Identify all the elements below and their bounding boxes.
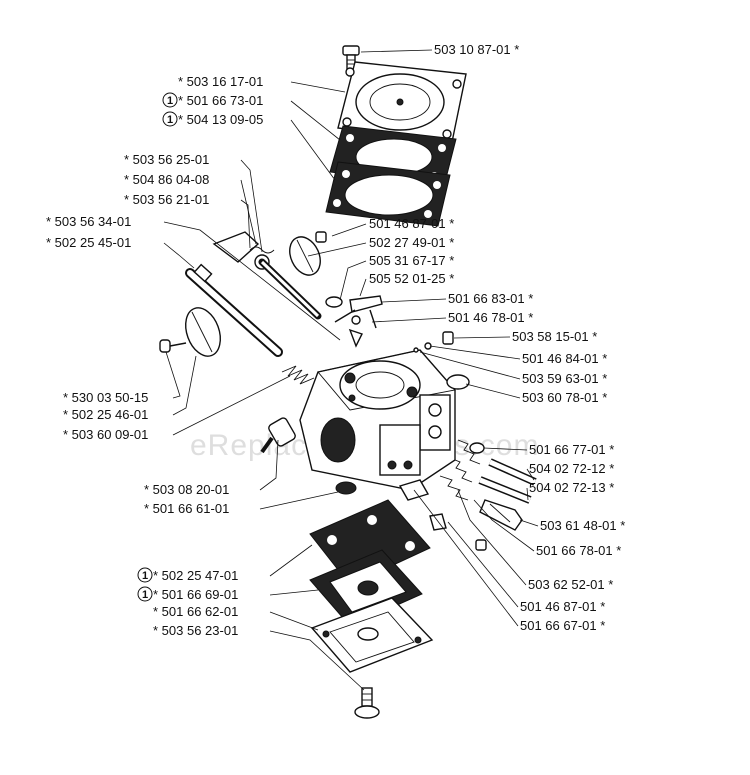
label-505-31-67-17: 505 31 67-17 * xyxy=(369,253,454,268)
svg-text:1: 1 xyxy=(167,95,173,107)
label-503-56-23-01: * 503 56 23-01 xyxy=(153,623,238,638)
label-501-66-73-01: * 501 66 73-01 xyxy=(178,93,263,108)
label-503-56-25-01: * 503 56 25-01 xyxy=(124,152,209,167)
springs xyxy=(281,365,481,483)
label-503-56-34-01: * 503 56 34-01 xyxy=(46,214,131,229)
label-504-13-09-05: * 504 13 09-05 xyxy=(178,112,263,127)
label-501-46-87-01-top: 501 46 87-01 * xyxy=(369,216,454,231)
marker-501-66-73: 1 xyxy=(162,92,178,108)
bottom-screw xyxy=(354,687,380,719)
label-501-46-84-01: 501 46 84-01 * xyxy=(522,351,607,366)
label-501-46-87-01-bottom: 501 46 87-01 * xyxy=(520,599,605,614)
label-501-66-69-01: * 501 66 69-01 xyxy=(153,587,238,602)
label-501-66-78-01: 501 66 78-01 * xyxy=(536,543,621,558)
part-drawings xyxy=(159,45,537,719)
metering-cover xyxy=(310,597,434,673)
label-501-66-67-01: 501 66 67-01 * xyxy=(520,618,605,633)
label-504-02-72-12: 504 02 72-12 * xyxy=(529,461,614,476)
label-502-25-47-01: * 502 25 47-01 xyxy=(153,568,238,583)
label-503-10-87-01: 503 10 87-01 * xyxy=(434,42,519,57)
metering-valve-parts xyxy=(335,479,487,551)
label-503-60-09-01: * 503 60 09-01 xyxy=(63,427,148,442)
label-502-25-45-01: * 502 25 45-01 xyxy=(46,235,131,250)
svg-text:1: 1 xyxy=(167,114,173,126)
part-labels: 503 10 87-01 * * 503 16 17-01 * 501 66 7… xyxy=(46,42,625,638)
circled-markers: 1 1 1 1 xyxy=(137,92,178,602)
label-503-08-20-01: * 503 08 20-01 xyxy=(144,482,229,497)
svg-text:1: 1 xyxy=(142,589,148,601)
choke-shaft xyxy=(185,263,283,357)
lever-pin xyxy=(325,295,383,348)
label-502-27-49-01: 502 27 49-01 * xyxy=(369,235,454,250)
adjustment-needles xyxy=(439,442,537,531)
body-small-parts xyxy=(413,331,470,390)
label-501-66-83-01: 501 66 83-01 * xyxy=(448,291,533,306)
label-503-16-17-01: * 503 16 17-01 xyxy=(178,74,263,89)
label-501-66-62-01: * 501 66 62-01 xyxy=(153,604,238,619)
pump-cover xyxy=(337,61,467,143)
throttle-lever-assembly xyxy=(212,231,322,320)
label-503-56-21-01: * 503 56 21-01 xyxy=(124,192,209,207)
label-502-25-46-01: * 502 25 46-01 xyxy=(63,407,148,422)
label-530-03-50-15: * 530 03 50-15 xyxy=(63,390,148,405)
label-503-59-63-01: 503 59 63-01 * xyxy=(522,371,607,386)
label-501-66-61-01: * 501 66 61-01 xyxy=(144,501,229,516)
svg-text:1: 1 xyxy=(142,570,148,582)
marker-504-13-09: 1 xyxy=(162,111,178,127)
leader-lines xyxy=(163,49,539,691)
label-505-52-01-25: 505 52 01-25 * xyxy=(369,271,454,286)
carburetor-body xyxy=(299,349,456,491)
label-501-46-78-01: 501 46 78-01 * xyxy=(448,310,533,325)
pump-gasket xyxy=(325,161,451,227)
label-503-62-52-01: 503 62 52-01 * xyxy=(528,577,613,592)
label-504-86-04-08: * 504 86 04-08 xyxy=(124,172,209,187)
label-503-58-15-01: 503 58 15-01 * xyxy=(512,329,597,344)
marker-502-25-47: 1 xyxy=(137,567,153,583)
label-503-61-48-01: 503 61 48-01 * xyxy=(540,518,625,533)
marker-501-66-69: 1 xyxy=(137,586,153,602)
label-501-66-77-01: 501 66 77-01 * xyxy=(529,442,614,457)
top-screw xyxy=(342,45,360,70)
fuel-nipple xyxy=(260,417,296,454)
label-503-60-78-01: 503 60 78-01 * xyxy=(522,390,607,405)
choke-valve xyxy=(159,307,221,357)
throttle-valve xyxy=(289,231,327,276)
label-504-02-72-13: 504 02 72-13 * xyxy=(529,480,614,495)
metering-gasket xyxy=(309,549,423,627)
